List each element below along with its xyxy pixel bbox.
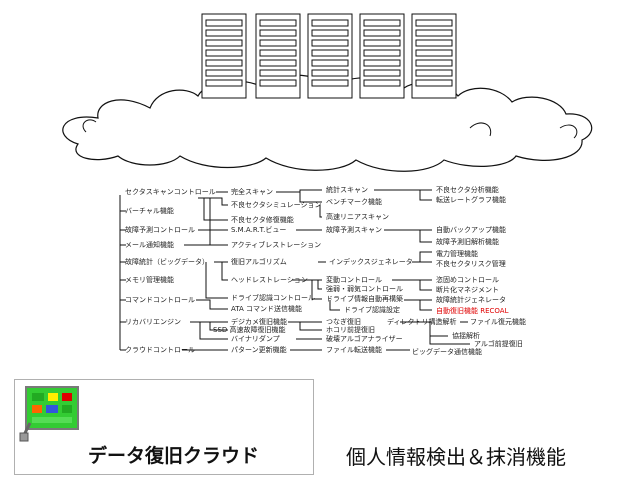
label-auto-backup: 自動バックアップ機能 <box>436 225 506 234</box>
label-file-restore: ファイル復元機能 <box>470 317 526 326</box>
label-pattern-update: パターン更新機能 <box>231 345 287 354</box>
label-transfer-rate-graph: 転送レートグラフ機能 <box>436 195 506 204</box>
label-command-control: コマンドコントロール <box>125 296 195 304</box>
label-variation-control: 変動コントロール <box>326 275 382 284</box>
label-failure-stats-generator: 故障統計ジェネレータ <box>436 295 506 304</box>
label-file-transfer: ファイル転送機能 <box>326 345 382 354</box>
server-icon-1 <box>201 13 247 99</box>
label-virtual-function: バーチャル機能 <box>125 206 174 215</box>
label-failure-prediction-analysis: 故障予測旧解析機能 <box>436 237 499 246</box>
label-directory-analysis: ディレクトリ構造解析 <box>387 317 457 326</box>
label-failure-stats-bigdata: 故障統計（ビッグデータ） <box>125 257 209 266</box>
label-ssd-fast-recovery: SSD 高速故障復旧機能 <box>213 325 286 334</box>
product-title: データ復旧クラウド <box>88 445 260 467</box>
label-destruction-analyzer: 破壊アルゴアナライザー <box>326 334 403 343</box>
label-digicam-recovery: デジカメ復旧機能 <box>231 317 287 326</box>
server-icon-5 <box>411 13 457 99</box>
label-binary-dump: バイナリダンプ <box>231 334 280 343</box>
label-drive-info-rebuild: ドライブ情報自動再構築 <box>326 294 403 303</box>
label-ata-command: ATA コマンド送信機能 <box>231 304 302 313</box>
label-cloud-control: クラウドコントロール <box>125 346 195 354</box>
label-bad-sector-analysis: 不良セクタ分析機能 <box>436 185 499 194</box>
label-smart-view: S.M.A.R.T.ビュー <box>231 225 286 234</box>
screen-with-cursor-icon <box>19 386 79 442</box>
label-power-management: 電力管理機能 <box>436 249 478 258</box>
label-mail-notification: メール通知機能 <box>125 240 174 249</box>
label-index-generator: インデックスジェネレータ <box>329 257 413 266</box>
label-head-restoration: ヘッドレストレーション <box>231 276 308 284</box>
label-cooperative-analysis: 協揺解析 <box>452 331 480 340</box>
label-algo-recovery: アルゴ前提復旧 <box>474 339 523 348</box>
label-strong-weak-control: 強弱・弱気コントロール <box>326 284 403 293</box>
label-drive-recognition-setting: ドライブ認識設定 <box>344 305 400 314</box>
label-bad-sector-risk: 不良セクタリスク管理 <box>436 259 506 268</box>
label-benchmark: ベンチマーク機能 <box>326 197 382 206</box>
product-subtitle: 個人情報検出＆抹消機能 <box>346 445 566 469</box>
label-bigdata-communication: ビッグデータ通信機能 <box>412 347 482 356</box>
server-icon-4 <box>359 13 405 99</box>
server-rack-group <box>201 13 457 99</box>
label-bad-sector-simulation: 不良セクタシミュレーション <box>231 200 321 209</box>
label-drive-recognition-control: ドライブ認識コントロール <box>231 293 315 302</box>
label-stats-scan: 統計スキャン <box>326 185 368 194</box>
label-bad-sector-repair: 不良セクタ修復機能 <box>231 215 294 224</box>
label-dust-recovery: ホコリ前提復旧 <box>326 325 375 334</box>
label-fast-linear-scan: 高速リニアスキャン <box>326 212 389 221</box>
server-icon-2 <box>255 13 301 99</box>
system-diagram: セクタスキャンコントロール バーチャル機能 故障予測コントロール メール通知機能… <box>62 13 593 356</box>
server-icon-3 <box>307 13 353 99</box>
label-active-restoration: アクティブレストレーション <box>231 240 321 249</box>
label-memory-management: メモリ管理機能 <box>125 275 174 284</box>
label-failure-prediction-scan: 故障予測スキャン <box>326 225 382 234</box>
label-recovery-engine: リカバリエンジン <box>125 318 181 326</box>
label-auto-recovery-recoal: 自動復旧機能 RECOAL <box>436 306 509 315</box>
label-hardening-control: 恣固めコントロール <box>436 275 499 284</box>
label-sector-scan-control: セクタスキャンコントロール <box>125 187 216 196</box>
label-full-scan: 完全スキャン <box>231 187 273 196</box>
label-fragmentation-management: 断片化マネジメント <box>436 285 499 294</box>
connector-lines <box>119 189 470 351</box>
label-failure-prediction-control: 故障予測コントロール <box>125 225 195 234</box>
label-recovery-algorithm: 復旧アルゴリズム <box>231 257 287 266</box>
label-splice-recovery: つなぎ復旧 <box>326 317 361 326</box>
